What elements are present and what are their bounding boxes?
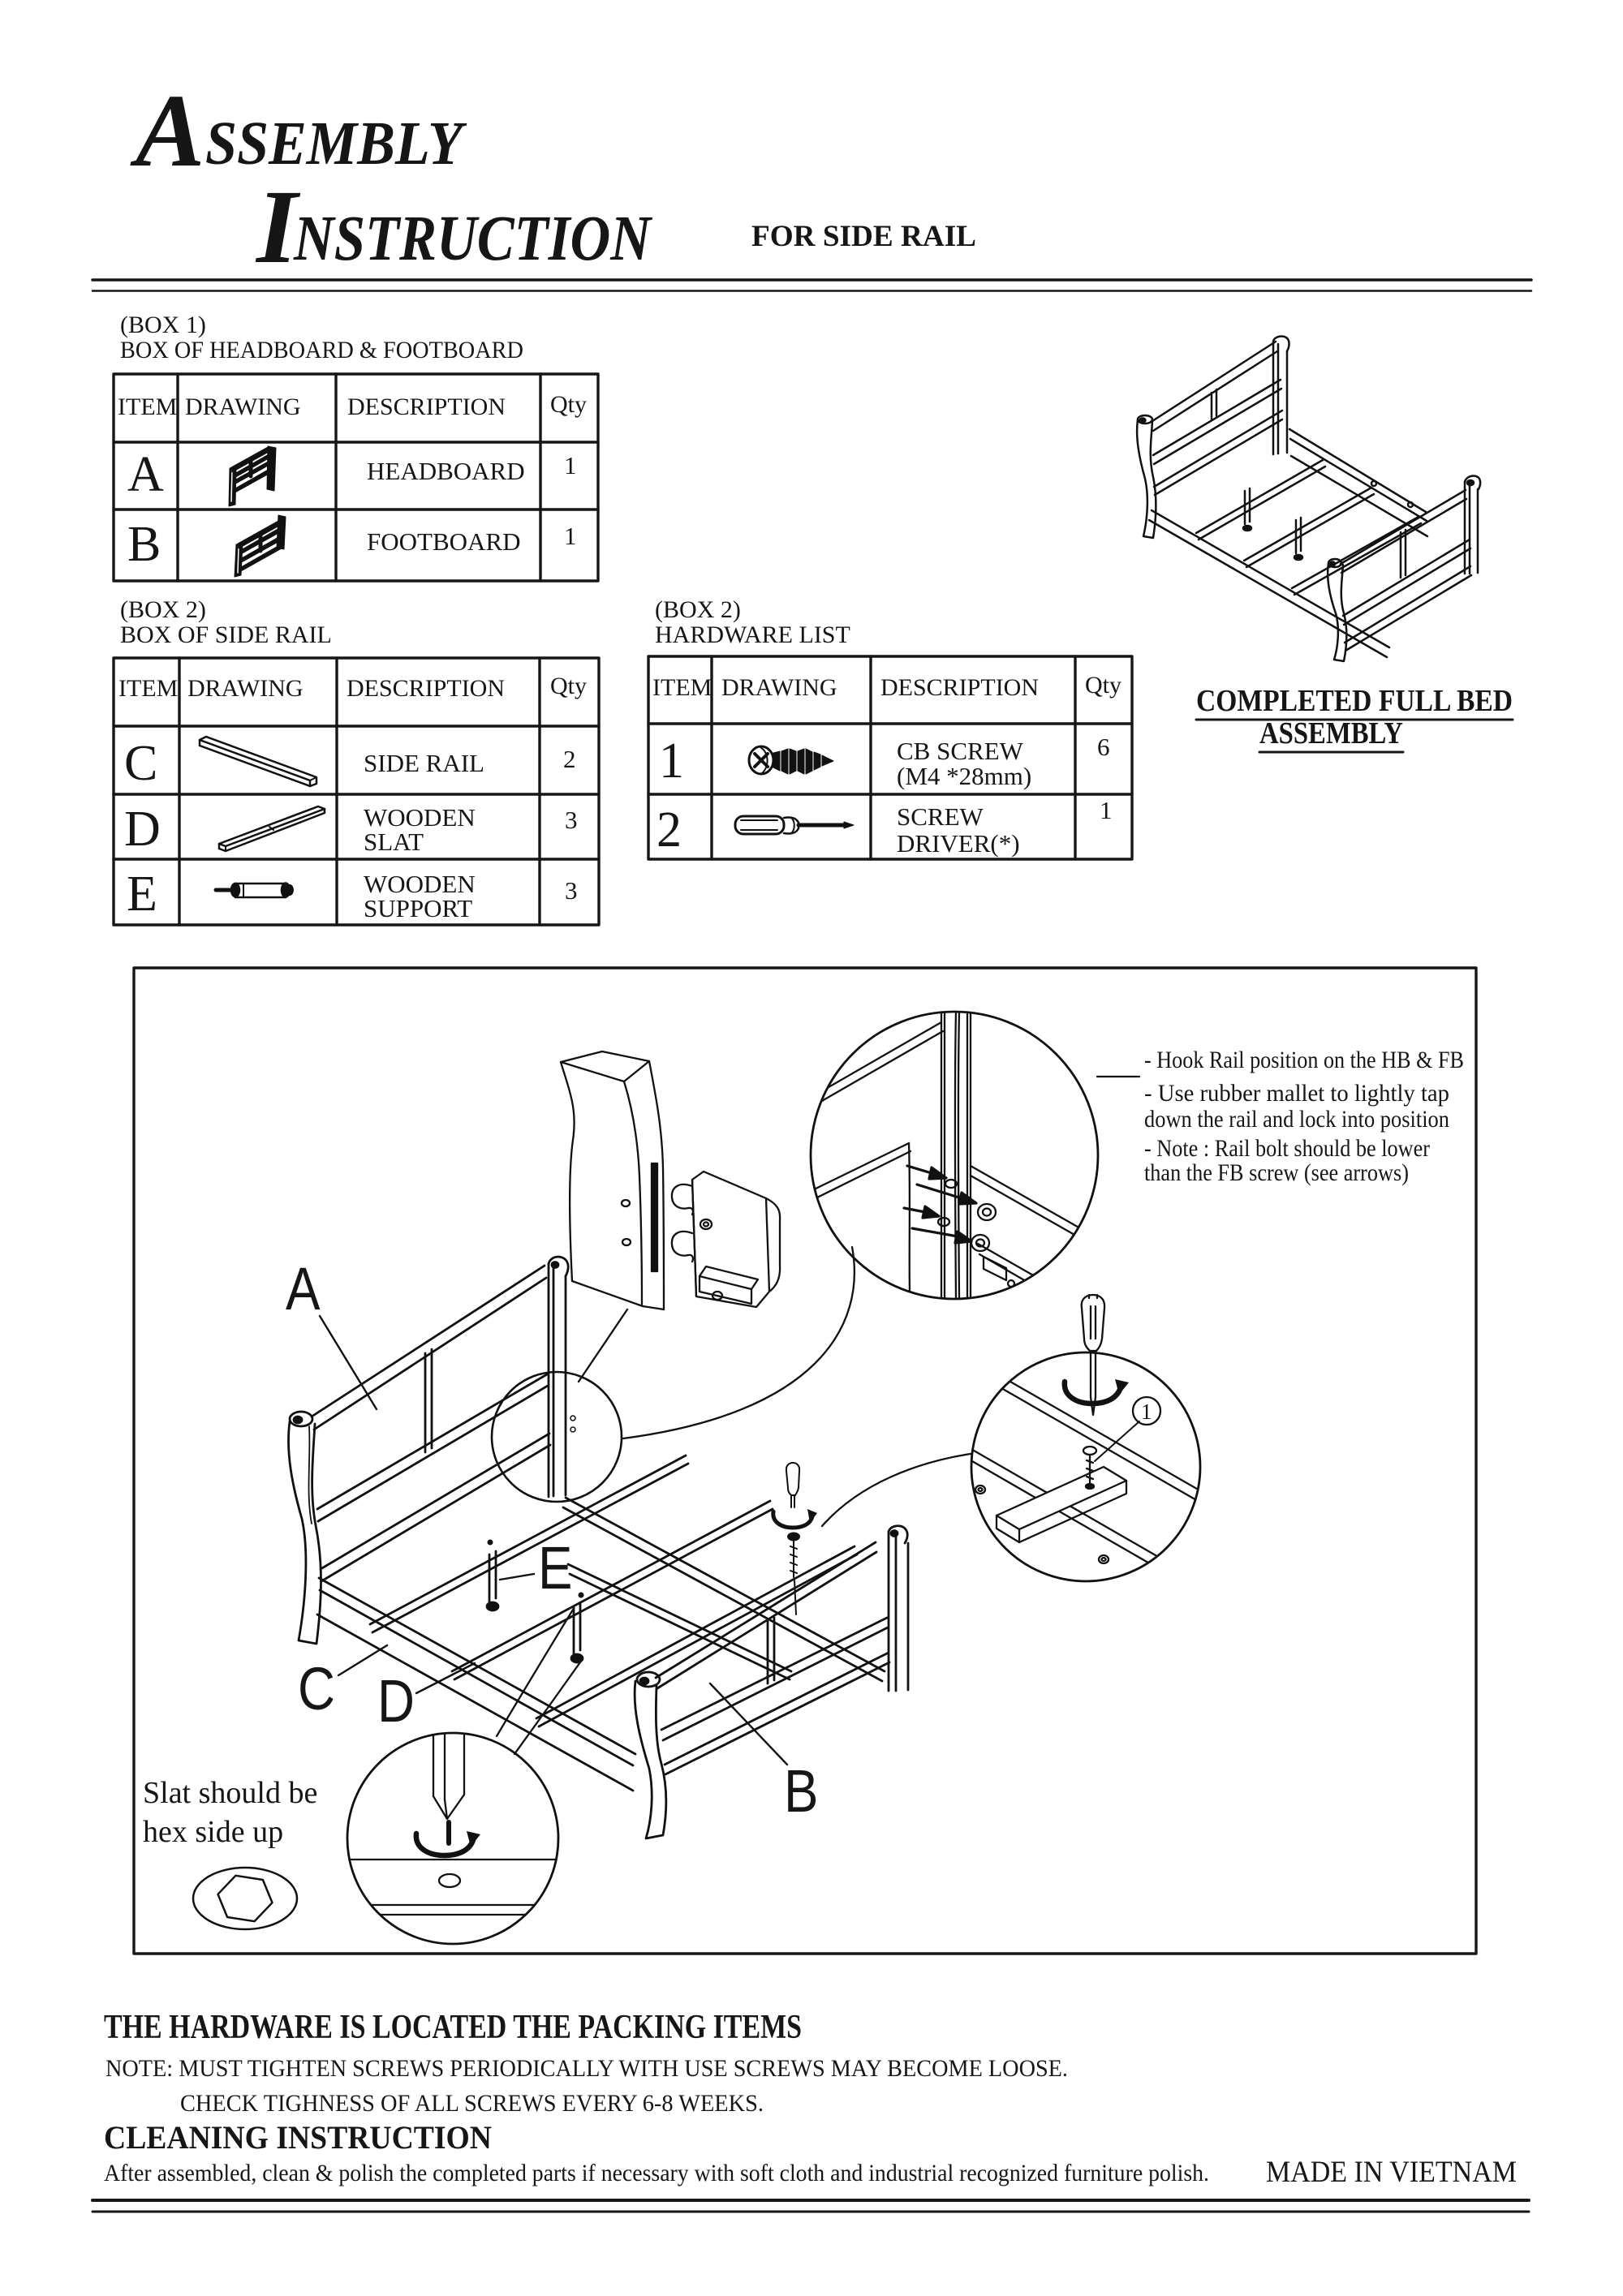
svg-text:(M4 *28mm): (M4 *28mm) (897, 762, 1031, 790)
svg-text:ITEM: ITEM (652, 674, 712, 701)
svg-text:I: I (255, 169, 301, 286)
svg-text:FOOTBOARD: FOOTBOARD (367, 527, 520, 556)
svg-text:SSEMBLY: SSEMBLY (205, 110, 467, 178)
svg-text:B: B (127, 517, 161, 572)
svg-text:SCREW: SCREW (897, 802, 984, 831)
svg-text:6: 6 (1097, 733, 1110, 761)
svg-text:3: 3 (565, 806, 578, 834)
svg-text:After assembled, clean & polis: After assembled, clean & polish the comp… (104, 2160, 1209, 2186)
svg-text:DESCRIPTION: DESCRIPTION (347, 393, 506, 420)
svg-text:B: B (784, 1758, 818, 1825)
svg-text:CHECK TIGHNESS OF ALL SCREWS E: CHECK TIGHNESS OF ALL SCREWS EVERY 6-8 W… (180, 2090, 764, 2117)
svg-text:D: D (124, 802, 161, 857)
svg-text:Slat should be: Slat should be (143, 1776, 317, 1810)
svg-text:SIDE RAIL: SIDE RAIL (364, 749, 484, 777)
svg-text:2: 2 (563, 745, 576, 773)
svg-text:- Hook Rail position on the HB: - Hook Rail position on the HB & FB (1144, 1047, 1464, 1073)
svg-text:WOODEN: WOODEN (364, 803, 476, 832)
svg-text:SLAT: SLAT (364, 828, 424, 856)
svg-text:than the FB screw (see arrows): than the FB screw (see arrows) (1144, 1159, 1409, 1186)
svg-text:FOR SIDE RAIL: FOR SIDE RAIL (751, 220, 976, 253)
svg-text:THE HARDWARE IS LOCATED THE PA: THE HARDWARE IS LOCATED THE PACKING ITEM… (104, 2009, 802, 2046)
svg-text:1: 1 (1141, 1400, 1152, 1424)
svg-text:CLEANING INSTRUCTION: CLEANING INSTRUCTION (104, 2119, 492, 2156)
svg-text:ASSEMBLY: ASSEMBLY (1259, 716, 1403, 750)
svg-text:BOX OF SIDE RAIL: BOX OF SIDE RAIL (120, 621, 332, 648)
svg-text:- Note : Rail bolt should be l: - Note : Rail bolt should be lower (1144, 1135, 1430, 1162)
svg-text:3: 3 (565, 876, 578, 905)
svg-text:C: C (124, 736, 157, 791)
svg-text:1: 1 (564, 522, 577, 550)
svg-text:E: E (127, 866, 157, 922)
svg-text:1: 1 (564, 451, 577, 479)
svg-text:MADE IN VIETNAM: MADE IN VIETNAM (1266, 2156, 1517, 2189)
svg-text:SUPPORT: SUPPORT (364, 894, 472, 922)
svg-text:DRIVER(*): DRIVER(*) (897, 829, 1020, 858)
svg-text:DRAWING: DRAWING (185, 393, 301, 420)
svg-text:A: A (127, 447, 164, 502)
svg-text:DRAWING: DRAWING (187, 675, 304, 702)
svg-text:HARDWARE LIST: HARDWARE LIST (655, 621, 850, 648)
svg-text:hex side up: hex side up (143, 1815, 283, 1849)
svg-text:NSTRUCTION: NSTRUCTION (293, 204, 652, 274)
svg-text:ITEM: ITEM (118, 675, 178, 702)
svg-text:ITEM: ITEM (118, 393, 177, 420)
svg-text:- Use rubber mallet to light: - Use rubber mallet to lightly tap (1144, 1080, 1449, 1107)
svg-text:Qty: Qty (1085, 672, 1121, 699)
svg-text:Qty: Qty (550, 391, 587, 418)
svg-text:1: 1 (1100, 796, 1113, 824)
svg-text:A: A (286, 1256, 320, 1323)
svg-text:DRAWING: DRAWING (721, 674, 837, 701)
svg-text:A: A (130, 73, 204, 188)
svg-text:DESCRIPTION: DESCRIPTION (880, 674, 1039, 701)
svg-text:1: 1 (659, 733, 684, 789)
svg-text:down the rail and lock into po: down the rail and lock into position (1144, 1106, 1449, 1133)
svg-text:BOX OF HEADBOARD & FOOTBOARD: BOX OF HEADBOARD & FOOTBOARD (120, 337, 523, 363)
svg-text:(BOX 2): (BOX 2) (120, 596, 206, 623)
svg-text:Qty: Qty (550, 673, 587, 699)
svg-text:HEADBOARD: HEADBOARD (367, 457, 525, 485)
svg-text:DESCRIPTION: DESCRIPTION (347, 675, 505, 702)
svg-text:COMPLETED FULL BED: COMPLETED FULL BED (1196, 684, 1513, 718)
svg-text:D: D (377, 1668, 415, 1735)
svg-text:(BOX 1): (BOX 1) (120, 312, 206, 338)
svg-text:WOODEN: WOODEN (364, 870, 476, 898)
svg-text:E: E (538, 1535, 572, 1602)
svg-text:C: C (298, 1656, 335, 1723)
svg-text:NOTE: MUST TIGHTEN SCREWS PERI: NOTE: MUST TIGHTEN SCREWS PERIODICALLY W… (105, 2055, 1068, 2082)
svg-text:2: 2 (657, 802, 682, 858)
svg-text:(BOX 2): (BOX 2) (655, 596, 741, 623)
svg-text:CB SCREW: CB SCREW (897, 737, 1024, 765)
